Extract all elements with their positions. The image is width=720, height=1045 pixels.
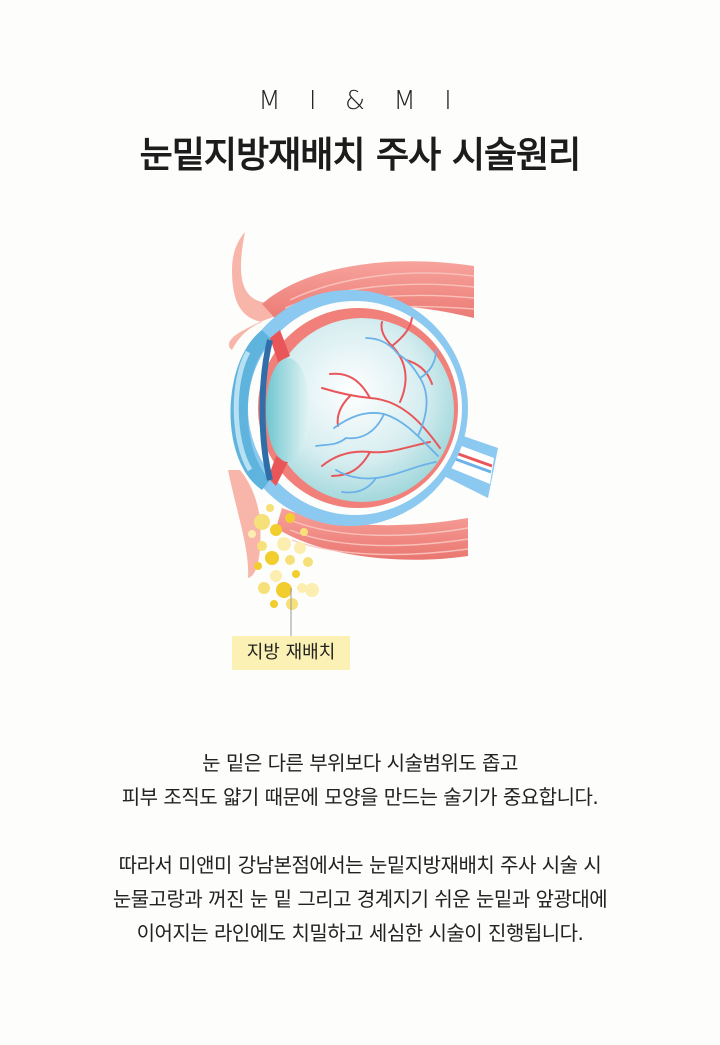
retinal-vessels-blue	[315, 337, 439, 494]
lower-eyelid	[228, 470, 261, 578]
eye-anatomy-illustration	[228, 232, 498, 636]
retinal-vessels-red	[321, 317, 441, 477]
fat-relocation-label: 지방 재배치	[232, 636, 350, 670]
upper-eyelid	[228, 232, 300, 350]
page-title: 눈밑지방재배치 주사 시술원리	[139, 135, 582, 176]
iris	[270, 330, 290, 362]
description-line: 피부 조직도 얇기 때문에 모양을 만드는 술기가 중요합니다.	[121, 785, 599, 809]
brand-name: M I & M I	[258, 86, 462, 116]
description-line: 눈 밑은 다른 부위보다 시술범위도 좁고	[202, 751, 518, 775]
description-line: 눈물고랑과 꺼진 눈 밑 그리고 경계지기 쉬운 눈밑과 앞광대에	[112, 887, 608, 911]
fat-globules	[248, 504, 319, 610]
lens	[266, 358, 310, 462]
description-line: 이어지는 라인에도 치밀하고 세심한 시술이 진행됩니다.	[136, 921, 584, 945]
description-paragraph-1: 눈 밑은 다른 부위보다 시술범위도 좁고 피부 조직도 얇기 때문에 모양을 …	[0, 746, 720, 814]
description-paragraph-2: 따라서 미앤미 강남본점에서는 눈밑지방재배치 주사 시술 시 눈물고랑과 꺼진…	[0, 848, 720, 950]
description-line: 따라서 미앤미 강남본점에서는 눈밑지방재배치 주사 시술 시	[118, 853, 602, 877]
